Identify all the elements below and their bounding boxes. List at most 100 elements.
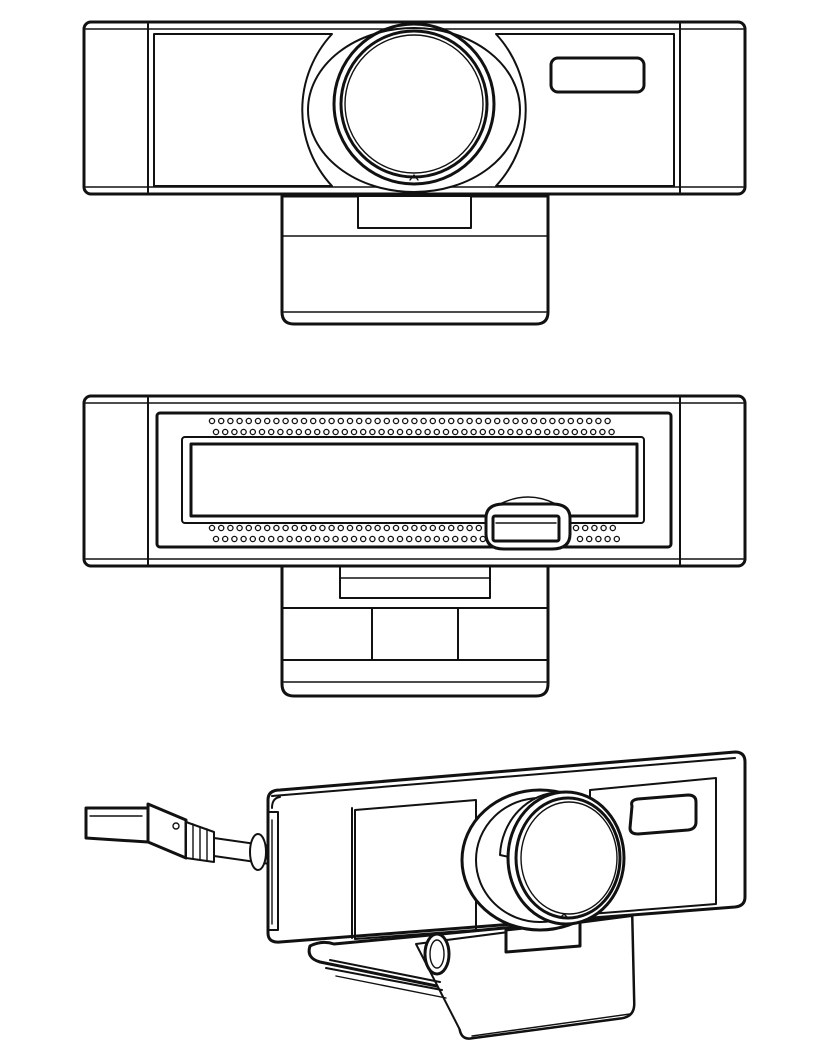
grille-hole [323,535,330,543]
grille-hole [429,524,437,532]
grille-hole [591,524,598,532]
grille-hole [479,428,487,436]
grille-hole [383,524,391,532]
grille-hole [332,428,339,436]
grille-hole [411,417,418,425]
grille-hole [323,428,330,436]
grille-hole [451,535,459,543]
grille-hole [369,535,376,543]
grille-hole [415,428,422,436]
grille-hole [438,524,446,532]
grille-hole [438,417,446,425]
grille-hole [595,535,602,543]
grille-hole [580,428,588,436]
grille-hole [273,417,280,425]
front-lens-icon [307,22,521,193]
grille-hole [442,428,450,436]
grille-hole [470,428,477,436]
grille-hole [475,524,483,532]
grille-hole [291,417,299,425]
grille-hole [295,428,303,436]
grille-hole [451,428,459,436]
grille-hole [567,417,575,425]
grille-hole [433,428,441,436]
grille-hole [401,417,409,425]
grille-hole [387,428,395,436]
perspective-privacy-window-icon [628,793,698,836]
grille-hole [571,428,579,436]
grille-hole [411,524,418,532]
grille-hole [530,417,538,425]
grille-hole [332,535,339,543]
grille-hole [236,524,243,532]
grille-hole [231,428,238,436]
grille-hole [576,417,584,425]
grille-hole [433,535,441,543]
grille-hole [461,428,468,436]
grille-hole [263,417,271,425]
grille-hole [392,417,400,425]
grille-hole [309,417,317,425]
grille-hole [263,524,271,532]
grille-hole [249,535,257,543]
back-speaker-grille-icon-bottom [208,524,621,543]
grille-hole [355,417,363,425]
grille-hole [457,417,464,425]
grille-hole [277,428,284,436]
grille-hole [553,428,560,436]
grille-hole [350,535,358,543]
grille-hole [392,524,400,532]
grille-hole [507,428,514,436]
grille-hole [405,428,413,436]
grille-hole [227,417,234,425]
grille-hole [221,535,229,543]
grille-hole [286,428,293,436]
grille-hole [254,524,262,532]
grille-hole [396,535,404,543]
grille-hole [604,417,611,425]
grille-hole [539,417,547,425]
grille-hole [589,428,597,436]
grille-hole [558,417,565,425]
grille-hole [217,417,225,425]
back-body [82,394,747,568]
grille-hole [488,428,496,436]
grille-hole [521,417,529,425]
grille-hole [346,524,354,532]
grille-hole [497,428,505,436]
grille-hole [479,535,487,543]
grille-hole [420,417,427,425]
grille-hole [337,524,345,532]
grille-hole [420,524,427,532]
grille-hole [365,524,372,532]
grille-hole [415,535,422,543]
grille-hole [313,428,321,436]
usb-cable-icon [84,802,271,871]
grille-hole [369,428,376,436]
front-privacy-window-icon [549,56,646,94]
grille-hole [534,428,542,436]
grille-hole [576,535,584,543]
grille-hole [466,524,473,532]
grille-hole [512,417,519,425]
back-view [82,394,747,698]
grille-hole [405,535,413,543]
back-speaker-grille-icon-top [208,417,615,436]
grille-hole [374,417,381,425]
grille-hole [447,524,455,532]
grille-hole [346,417,354,425]
grille-hole [236,417,243,425]
grille-hole [258,428,266,436]
grille-hole [231,535,238,543]
grille-hole [599,428,606,436]
grille-hole [254,417,262,425]
grille-hole [604,535,611,543]
grille-hole [337,417,345,425]
grille-hole [461,535,468,543]
back-mount-clip [280,564,550,698]
grille-hole [300,524,308,532]
grille-hole [525,428,533,436]
grille-hole [447,417,455,425]
